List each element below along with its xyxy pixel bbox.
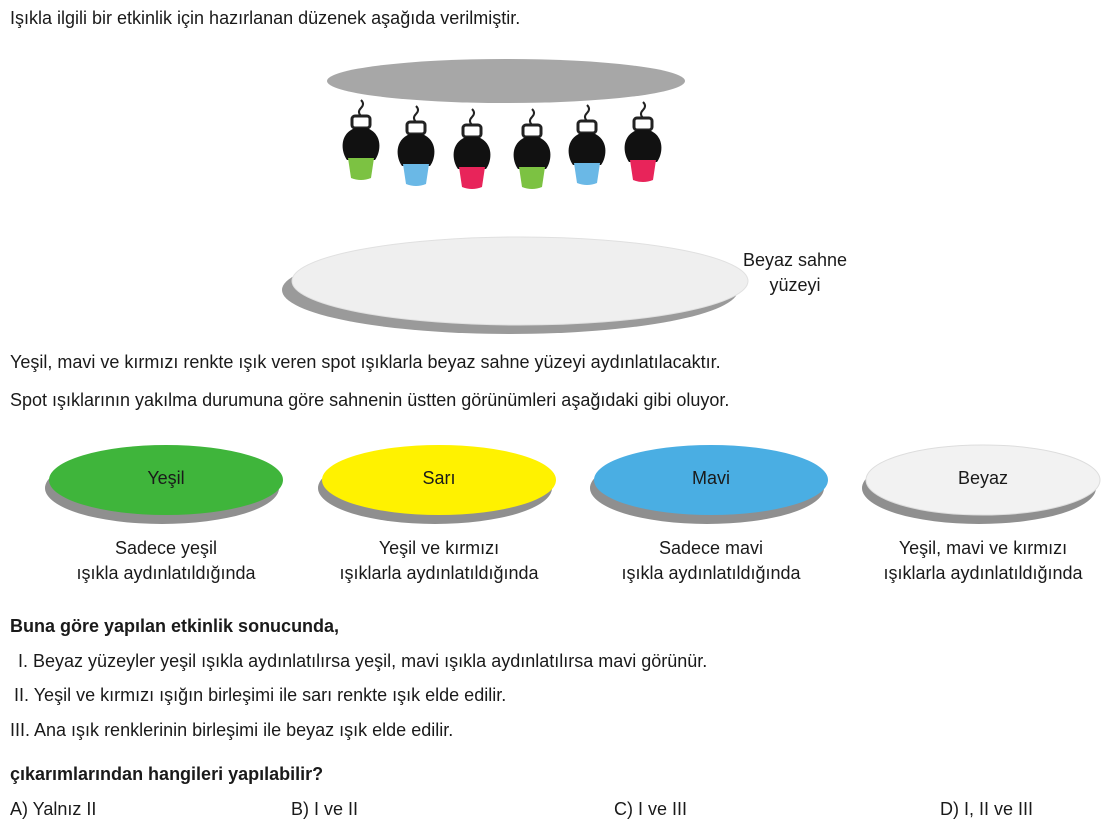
ceiling-disc [327, 59, 685, 103]
stage-top-view [594, 445, 828, 515]
paragraph-2: Spot ışıklarının yakılma durumuna göre s… [10, 390, 730, 410]
light-lens [348, 158, 374, 180]
caption-line: Sadece mavi [658, 538, 764, 558]
option-a[interactable]: A) Yalnız II [10, 799, 97, 819]
spotlight-icon [513, 108, 551, 189]
stage-top-view [322, 445, 556, 515]
option-b[interactable]: B) I ve II [291, 799, 359, 819]
light-lens [574, 163, 600, 185]
question-text: Buna göre yapılan etkinlik sonucunda, [10, 616, 340, 636]
view-color-label: Mavi [691, 468, 730, 488]
statement-text: Ana ışık renklerinin birleşimi ile beyaz… [34, 720, 454, 740]
caption-line: ışıklarla aydınlatıldığında [883, 563, 1083, 583]
option-c[interactable]: C) I ve III [614, 799, 688, 819]
option-d[interactable]: D) I, II ve III [940, 799, 1034, 819]
view-caption: Yeşil, mavi ve kırmızı ışıklarla aydınlat… [853, 536, 1111, 586]
spotlight-icon [624, 101, 662, 182]
prompt-text: çıkarımlarından hangileri yapılabilir? [10, 764, 324, 784]
caption-line: Yeşil ve kırmızı [378, 538, 500, 558]
statement-text: Yeşil ve kırmızı ışığın birleşimi ile sa… [33, 685, 507, 705]
view-caption: Sadece mavi ışıkla aydınlatıldığında [581, 536, 841, 586]
caption-line: Yeşil, mavi ve kırmızı [898, 538, 1068, 558]
light-lens [630, 160, 656, 182]
paragraph-1: Yeşil, mavi ve kırmızı renkte ışık veren… [10, 352, 721, 372]
statement-num: III. [10, 720, 31, 740]
stage-label-line2: yüzeyi [769, 275, 821, 295]
spotlight-icon [397, 105, 435, 186]
statement-2: II. Yeşil ve kırmızı ışığın birleşimi il… [14, 685, 506, 706]
spotlight-icon [342, 99, 380, 180]
light-lens [519, 167, 545, 189]
intro-text: Işıkla ilgili bir etkinlik için hazırlan… [10, 8, 521, 28]
stage-top-view [865, 444, 1101, 516]
light-lens [403, 164, 429, 186]
caption-line: Sadece yeşil [114, 538, 218, 558]
caption-line: ışıkla aydınlatıldığında [76, 563, 256, 583]
caption-line: ışıklarla aydınlatıldığında [339, 563, 539, 583]
stage-label: Beyaz sahne yüzeyi [740, 248, 850, 298]
spotlight-icon [453, 108, 491, 189]
spotlight-icon [568, 104, 606, 185]
statement-num: I. [18, 651, 29, 671]
statement-text: Beyaz yüzeyler yeşil ışıkla aydınlatılır… [33, 651, 708, 671]
view-caption: Sadece yeşil ışıkla aydınlatıldığında [36, 536, 296, 586]
statement-3: III. Ana ışık renklerinin birleşimi ile … [10, 720, 453, 741]
statement-1: I. Beyaz yüzeyler yeşil ışıkla aydınlatı… [18, 651, 707, 672]
stage-surface [291, 236, 749, 326]
view-color-label: Beyaz [957, 468, 1009, 488]
light-lens [459, 167, 485, 189]
stage-label-line1: Beyaz sahne [742, 250, 848, 270]
view-caption: Yeşil ve kırmızı ışıklarla aydınlatıldığı… [309, 536, 569, 586]
view-color-label: Yeşil [147, 468, 185, 488]
view-color-label: Sarı [422, 468, 456, 488]
statement-num: II. [14, 685, 30, 705]
caption-line: ışıkla aydınlatıldığında [621, 563, 801, 583]
stage-top-view [49, 445, 283, 515]
